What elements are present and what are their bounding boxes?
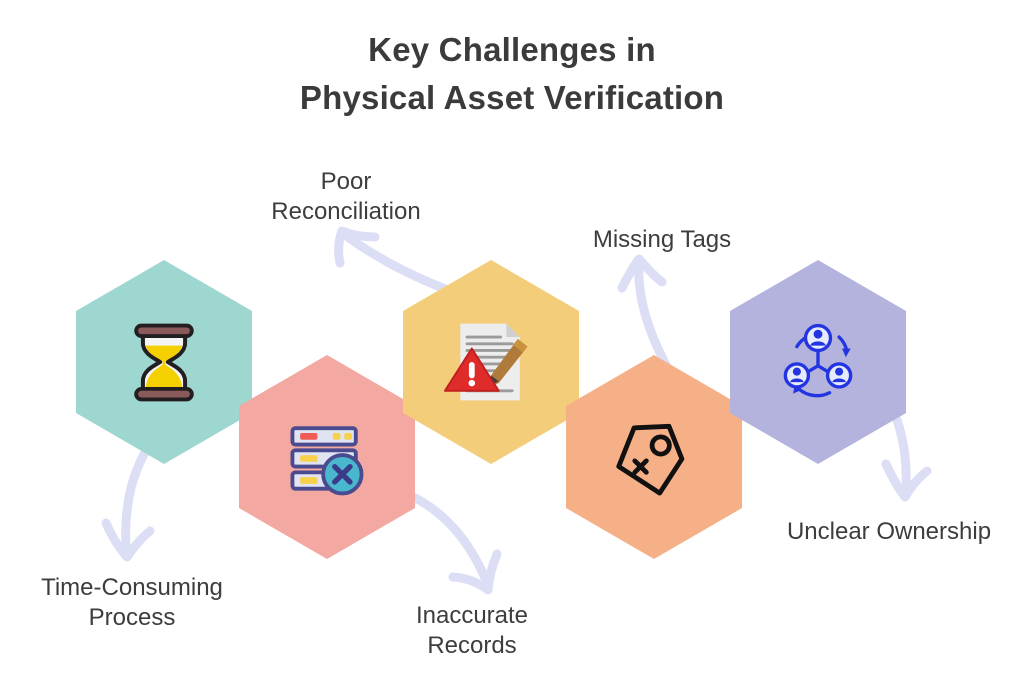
label-inaccurate-records: Inaccurate Records — [415, 602, 529, 659]
users-cycle-icon — [783, 323, 853, 398]
label-time-consuming-process: Time-Consuming Process — [41, 574, 223, 631]
tag-icon — [616, 423, 685, 496]
hexagon-poor-reconciliation[interactable] — [403, 260, 579, 464]
hexagon-time-consuming-process[interactable] — [76, 260, 252, 464]
database-error-icon — [290, 426, 364, 496]
document-warning-icon — [443, 323, 528, 401]
page-title-line-2: Physical Asset Verification — [299, 79, 725, 116]
page-title-line-1: Key Challenges in — [368, 31, 656, 68]
hexagon-missing-tags[interactable] — [566, 355, 742, 559]
label-missing-tags: Missing Tags — [592, 226, 732, 253]
label-unclear-ownership: Unclear Ownership — [786, 518, 992, 545]
hexagon-inaccurate-records[interactable] — [239, 355, 415, 559]
page-title: Key Challenges in Physical Asset Verific… — [0, 26, 1024, 122]
hourglass-icon — [134, 323, 194, 402]
label-poor-reconciliation: Poor Reconciliation — [271, 168, 421, 225]
hexagon-unclear-ownership[interactable] — [730, 260, 906, 464]
